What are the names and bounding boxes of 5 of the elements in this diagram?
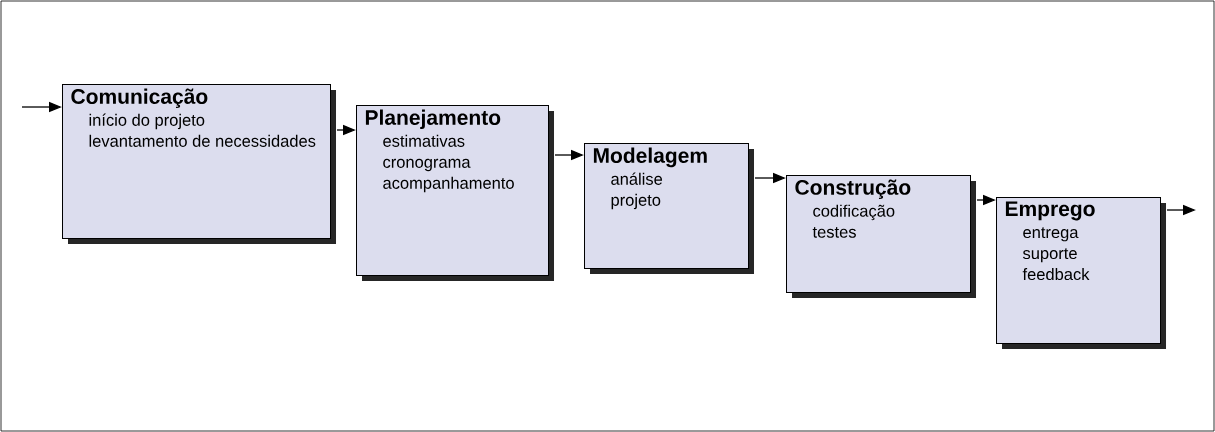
process-box: Modelagem análise projeto <box>584 143 754 274</box>
process-box: Emprego entrega suporte feedback <box>996 197 1166 349</box>
process-box: Planejamento estimativas cronograma acompanhamento <box>356 105 554 281</box>
process-box: Construção codificação testes <box>786 175 976 298</box>
process-box: Comunicação início do projeto levantamento de necessidades <box>62 84 336 244</box>
